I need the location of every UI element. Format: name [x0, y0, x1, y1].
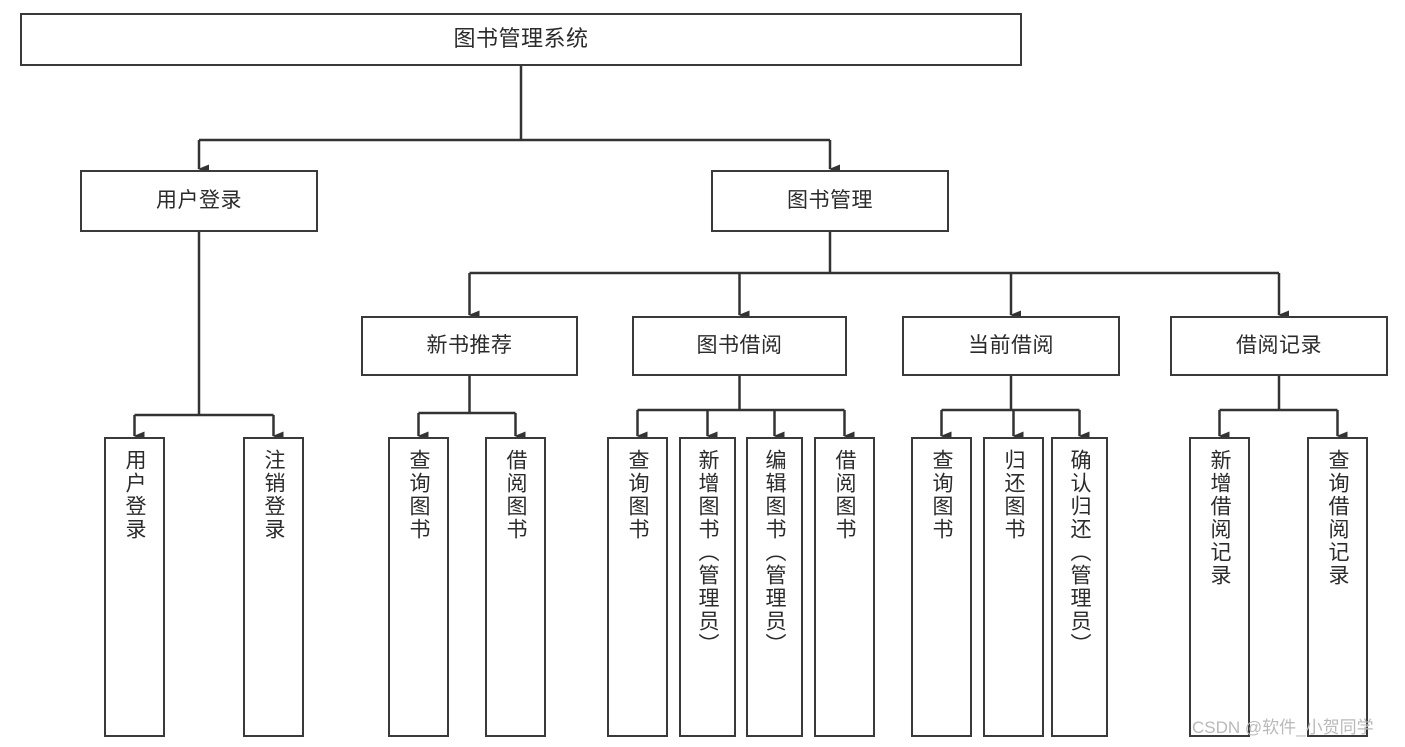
node-label: 用户登录 [156, 189, 242, 213]
node-label: 新增借阅记录 [1208, 449, 1231, 587]
node-leaf-bo-add[interactable]: 新增图书（管理员） [679, 437, 736, 737]
node-borrow[interactable]: 图书借阅 [632, 316, 847, 376]
node-label: 查询图书 [407, 449, 430, 541]
node-label: 查询图书 [930, 449, 953, 541]
watermark-text: CSDN @软件_小贺同学 [1192, 718, 1374, 737]
node-current[interactable]: 当前借阅 [902, 316, 1120, 376]
node-label: 新增图书（管理员） [696, 449, 719, 656]
node-leaf-bo-lend[interactable]: 借阅图书 [814, 437, 875, 737]
node-leaf-re-add[interactable]: 新增借阅记录 [1189, 437, 1250, 737]
node-leaf-bo-query[interactable]: 查询图书 [607, 437, 668, 737]
node-label: 借阅记录 [1236, 334, 1322, 358]
node-label: 图书管理系统 [453, 26, 589, 52]
node-leaf-cu-return[interactable]: 归还图书 [983, 437, 1044, 737]
node-leaf-re-query[interactable]: 查询借阅记录 [1307, 437, 1368, 737]
node-leaf-bo-edit[interactable]: 编辑图书（管理员） [746, 437, 803, 737]
node-leaf-cu-confirm[interactable]: 确认归还（管理员） [1051, 437, 1108, 737]
node-label: 借阅图书 [833, 449, 856, 541]
node-leaf-nb-query[interactable]: 查询图书 [388, 437, 449, 737]
node-label: 新书推荐 [426, 334, 513, 358]
node-label: 查询图书 [626, 449, 649, 541]
node-label: 归还图书 [1002, 449, 1025, 541]
node-label: 用户登录 [123, 449, 146, 541]
node-login[interactable]: 用户登录 [80, 170, 318, 232]
node-label: 注销登录 [262, 449, 285, 541]
node-newbook[interactable]: 新书推荐 [361, 316, 578, 376]
edge-group [133, 66, 1348, 441]
node-leaf-nb-borrow[interactable]: 借阅图书 [485, 437, 546, 737]
node-bookmgmt[interactable]: 图书管理 [711, 170, 949, 232]
node-leaf-logout[interactable]: 注销登录 [243, 437, 304, 737]
node-label: 编辑图书（管理员） [763, 449, 786, 656]
node-leaf-cu-query[interactable]: 查询图书 [911, 437, 972, 737]
node-label: 图书管理 [787, 189, 873, 213]
node-root[interactable]: 图书管理系统 [20, 13, 1022, 66]
node-label: 确认归还（管理员） [1068, 449, 1091, 656]
node-label: 当前借阅 [968, 334, 1054, 358]
node-leaf-login[interactable]: 用户登录 [104, 437, 165, 737]
node-record[interactable]: 借阅记录 [1170, 316, 1388, 376]
node-label: 图书借阅 [696, 334, 783, 358]
node-label: 查询借阅记录 [1326, 449, 1349, 587]
node-label: 借阅图书 [504, 449, 527, 541]
